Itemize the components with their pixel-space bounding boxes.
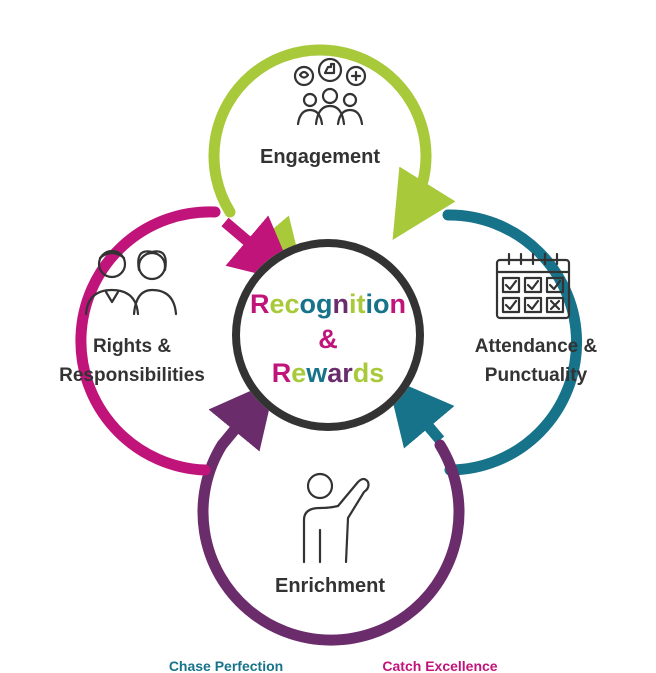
engagement-loop <box>208 44 456 241</box>
footer-right-text: Catch Excellence <box>382 658 497 673</box>
center-line3-part: R <box>272 358 292 388</box>
center-line3-part: ds <box>353 358 385 388</box>
center-backdrop <box>232 239 424 431</box>
center-line3-part: ar <box>327 358 353 388</box>
center-ring <box>232 239 424 431</box>
center-line3-part: w <box>305 358 328 388</box>
calendar-checks-icon <box>495 252 571 320</box>
center-line1-part: n <box>390 289 407 319</box>
center-line-1: Recognition <box>250 289 406 319</box>
center-line-3: Rewards <box>272 358 385 388</box>
enrichment-loop <box>197 439 465 646</box>
rights-arrow <box>221 215 298 284</box>
rights-label-line-1: Rights & <box>93 336 171 357</box>
attendance-loop <box>442 209 582 476</box>
center-line1-part: n <box>333 289 350 319</box>
two-people-icon <box>84 249 178 316</box>
engagement-label: Engagement <box>260 146 380 168</box>
attendance-label-line-2: Punctuality <box>485 365 588 386</box>
raised-hand-person-icon <box>302 472 370 564</box>
rights-loop <box>75 206 221 476</box>
center-line1-part: og <box>300 289 333 319</box>
center-line1-part: io <box>366 289 390 319</box>
center-line1-part: R <box>250 289 270 319</box>
rights-label-line-2: Responsibilities <box>59 365 205 386</box>
center-line-2: & <box>318 324 338 354</box>
enrichment-arrow <box>208 379 277 452</box>
center-line1-part: ec <box>269 289 299 319</box>
attendance-arrow <box>386 376 455 449</box>
people-reactions-icon <box>293 57 367 126</box>
center-line3-part: e <box>291 358 306 388</box>
enrichment-label: Enrichment <box>275 575 385 597</box>
attendance-label-line-1: Attendance & <box>475 336 598 357</box>
center-line1-part: it <box>349 289 366 319</box>
footer-left-text: Chase Perfection <box>169 658 283 673</box>
